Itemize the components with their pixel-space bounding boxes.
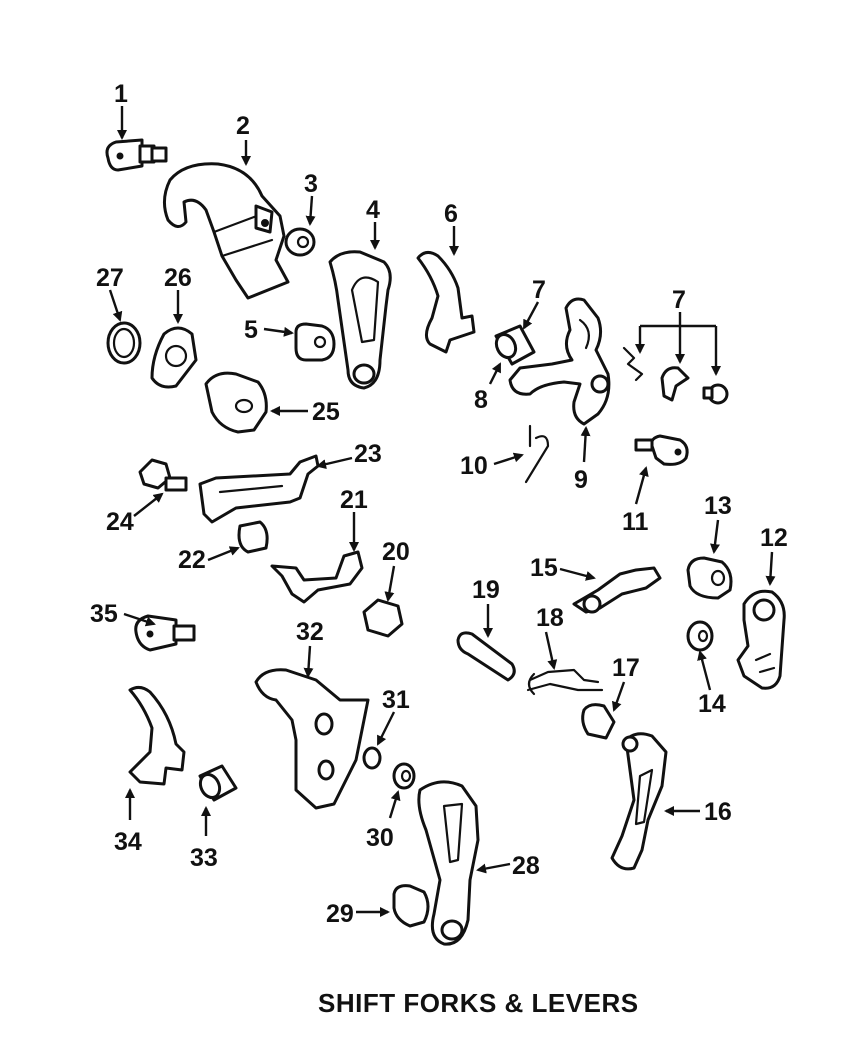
diagram-title: SHIFT FORKS & LEVERS (318, 988, 639, 1018)
callout-15: 15 (530, 554, 558, 582)
callout-14: 14 (698, 690, 726, 718)
part-11-pivot (634, 434, 689, 466)
part-4-lever (328, 250, 392, 390)
part-29-bushing (392, 884, 430, 928)
part-25-housing (204, 371, 268, 434)
part-10-spring-pin (524, 424, 550, 484)
part-32-bracket (254, 668, 370, 810)
callout-19: 19 (472, 576, 500, 604)
part-14-bushing (686, 620, 714, 652)
callout-31: 31 (382, 686, 410, 714)
callout-16: 16 (704, 798, 732, 826)
part-18-clip (526, 668, 604, 696)
callout-29: 29 (326, 900, 354, 928)
callout-4: 4 (366, 196, 380, 224)
part-24-ball-stud (138, 458, 188, 492)
part-2-bracket (163, 162, 290, 300)
part-34-fork (128, 685, 186, 786)
callout-18: 18 (536, 604, 564, 632)
callout-22: 22 (178, 546, 206, 574)
callout-35: 35 (90, 600, 118, 628)
part-7-clip-set (622, 346, 729, 405)
part-15-linkage (572, 566, 662, 614)
callout-30: 30 (366, 824, 394, 852)
callout-labels: 1 2 3 4 6 7 7 27 26 5 8 25 23 10 9 11 24… (90, 80, 788, 928)
part-28-lever (417, 780, 480, 946)
callout-3: 3 (304, 170, 318, 198)
part-12-lever (736, 589, 786, 690)
part-16-lever (610, 732, 668, 871)
callout-5: 5 (244, 316, 258, 344)
callout-10: 10 (460, 452, 488, 480)
part-27-ring (106, 321, 142, 365)
callout-11: 11 (622, 508, 649, 536)
callout-21: 21 (340, 486, 368, 514)
part-22-bushing (237, 520, 269, 554)
callout-7a: 7 (532, 276, 546, 304)
callout-20: 20 (382, 538, 410, 566)
part-33-bearing (198, 764, 238, 802)
callout-9: 9 (574, 466, 588, 494)
callout-27: 27 (96, 264, 124, 292)
part-13-bushing (686, 556, 733, 600)
part-23-rod (198, 454, 320, 524)
part-31-washer (362, 746, 382, 770)
callout-25: 25 (312, 398, 340, 426)
callout-13: 13 (704, 492, 732, 520)
callout-33: 33 (190, 844, 218, 872)
callout-34: 34 (114, 828, 142, 856)
part-17-bushing (581, 703, 616, 740)
part-26-gasket (150, 326, 198, 389)
callout-32: 32 (296, 618, 324, 646)
part-30-bushing (392, 762, 416, 790)
part-19-pin (456, 631, 516, 682)
callout-26: 26 (164, 264, 192, 292)
leader-arrows (108, 106, 776, 917)
callout-12: 12 (760, 524, 788, 552)
part-20-nut (362, 598, 404, 638)
callout-6: 6 (444, 200, 458, 228)
callout-7b: 7 (672, 286, 686, 314)
callout-23: 23 (354, 440, 382, 468)
callout-28: 28 (512, 852, 540, 880)
part-5-bushing (294, 322, 336, 362)
part-3-bushing (284, 227, 316, 257)
callout-8: 8 (474, 386, 488, 414)
part-9-lever (508, 297, 611, 426)
callout-2: 2 (236, 112, 250, 140)
part-6-fork (416, 251, 476, 354)
callout-1: 1 (114, 80, 128, 108)
part-1-pin (105, 138, 168, 172)
part-7-bearing (494, 324, 536, 366)
callout-17: 17 (612, 654, 640, 682)
callout-24: 24 (106, 508, 134, 536)
part-21-bracket (270, 550, 364, 604)
